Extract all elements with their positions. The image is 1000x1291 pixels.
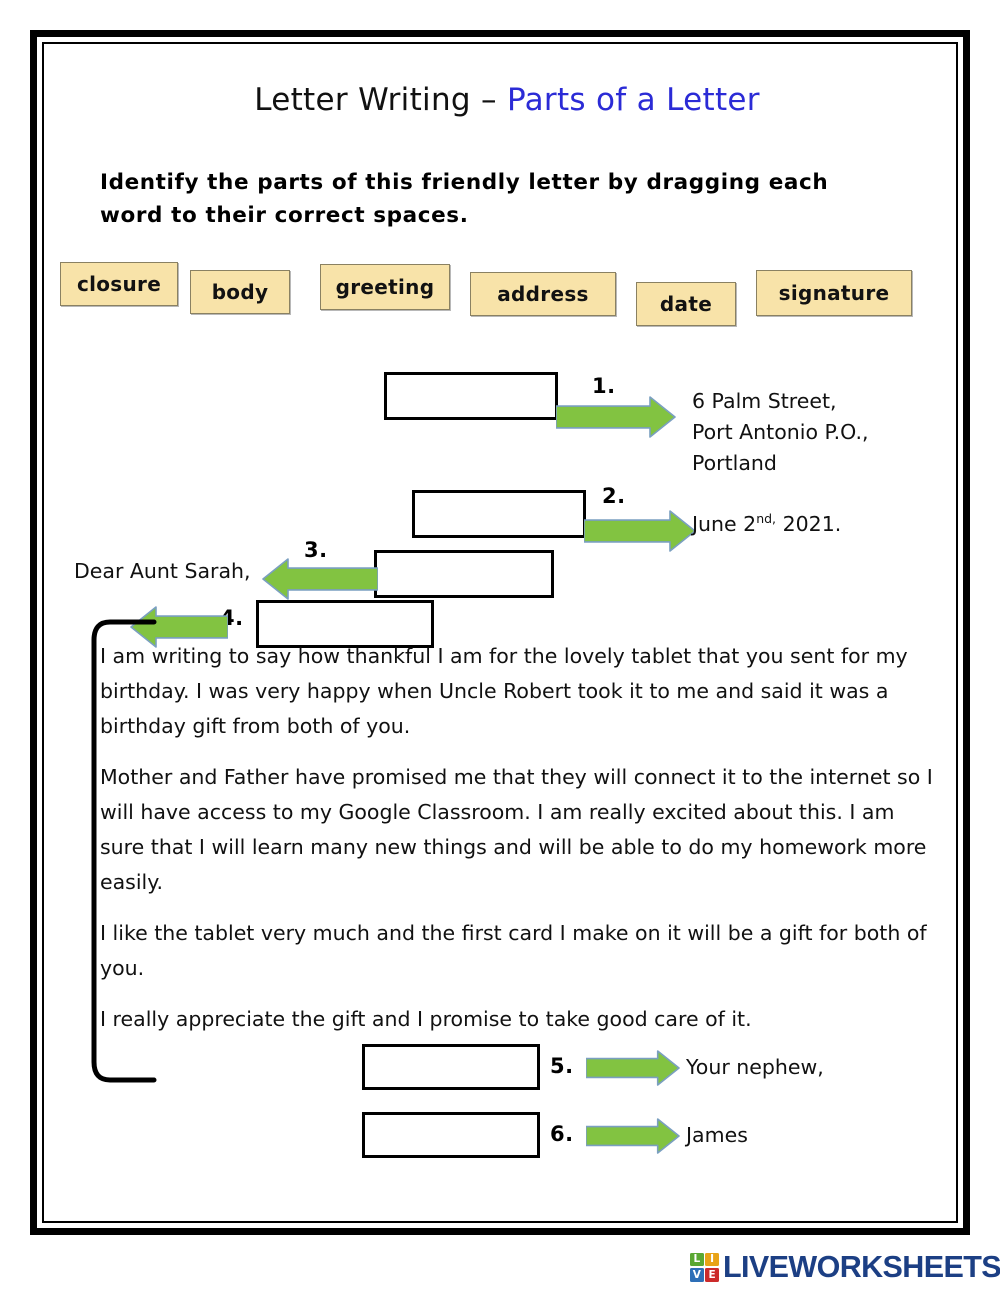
letter-part-text-5: Your nephew, [686,1055,824,1079]
arrow-right-icon [583,510,696,556]
drop-box-6[interactable] [362,1112,540,1158]
page-title: Letter Writing – Parts of a Letter [44,82,970,118]
letter-area: 1. 6 Palm Street,Port Antonio P.O.,Portla… [44,44,970,1235]
logo-brand-text: LIVEWORKSHEETS [723,1249,1000,1284]
body-paragraph: I really appreciate the gift and I promi… [100,1007,752,1031]
page-border-outer: Letter Writing – Parts of a Letter Ident… [30,30,970,1235]
body-paragraph: I am writing to say how thankful I am fo… [100,644,908,738]
slot-number-2: 2. [602,484,626,508]
word-chip-signature[interactable]: signature [756,270,912,316]
slot-number-3: 3. [304,538,328,562]
body-paragraph: Mother and Father have promised me that … [100,765,933,894]
arrow-right-icon [585,1118,680,1158]
body-bracket-icon [88,616,158,1090]
word-chip-greeting[interactable]: greeting [320,264,450,310]
logo-cell-l: L [690,1252,704,1267]
logo-cell-i: I [705,1252,719,1267]
slot-number-6: 6. [550,1122,574,1146]
arrow-left-icon [262,558,379,604]
letter-part-text-2: June 2nd, 2021. [692,511,842,536]
slot-number-5: 5. [550,1054,574,1078]
drop-box-2[interactable] [412,490,586,538]
word-bank: closure body greeting address date signature [44,250,970,326]
drop-box-4[interactable] [256,600,434,648]
logo-cell-e: E [705,1267,719,1282]
letter-part-text-1: 6 Palm Street,Port Antonio P.O.,Portland [692,389,869,475]
arrow-right-icon [555,396,676,442]
drop-box-1[interactable] [384,372,558,420]
body-paragraph: I like the tablet very much and the firs… [100,921,927,980]
drop-box-3[interactable] [374,550,554,598]
page-border-inner: Letter Writing – Parts of a Letter Ident… [42,42,958,1223]
letter-part-text-6: James [686,1123,748,1147]
word-chip-closure[interactable]: closure [60,262,178,306]
instructions-text: Identify the parts of this friendly lett… [100,170,829,228]
page-title-main: Letter Writing – [254,82,507,118]
arrow-left-icon [130,606,229,652]
arrow-right-icon [585,1050,680,1090]
word-chip-date[interactable]: date [636,282,736,326]
slot-number-1: 1. [592,374,616,398]
worksheet-sheet: Letter Writing – Parts of a Letter Ident… [44,44,970,1235]
page-title-accent: Parts of a Letter [507,82,760,118]
drop-box-5[interactable] [362,1044,540,1090]
letter-part-text-3: Dear Aunt Sarah, [74,559,251,583]
word-chip-address[interactable]: address [470,272,616,316]
letter-body: I am writing to say how thankful I am fo… [100,639,940,1053]
logo-cell-v: V [690,1267,704,1282]
word-chip-body[interactable]: body [190,270,290,314]
